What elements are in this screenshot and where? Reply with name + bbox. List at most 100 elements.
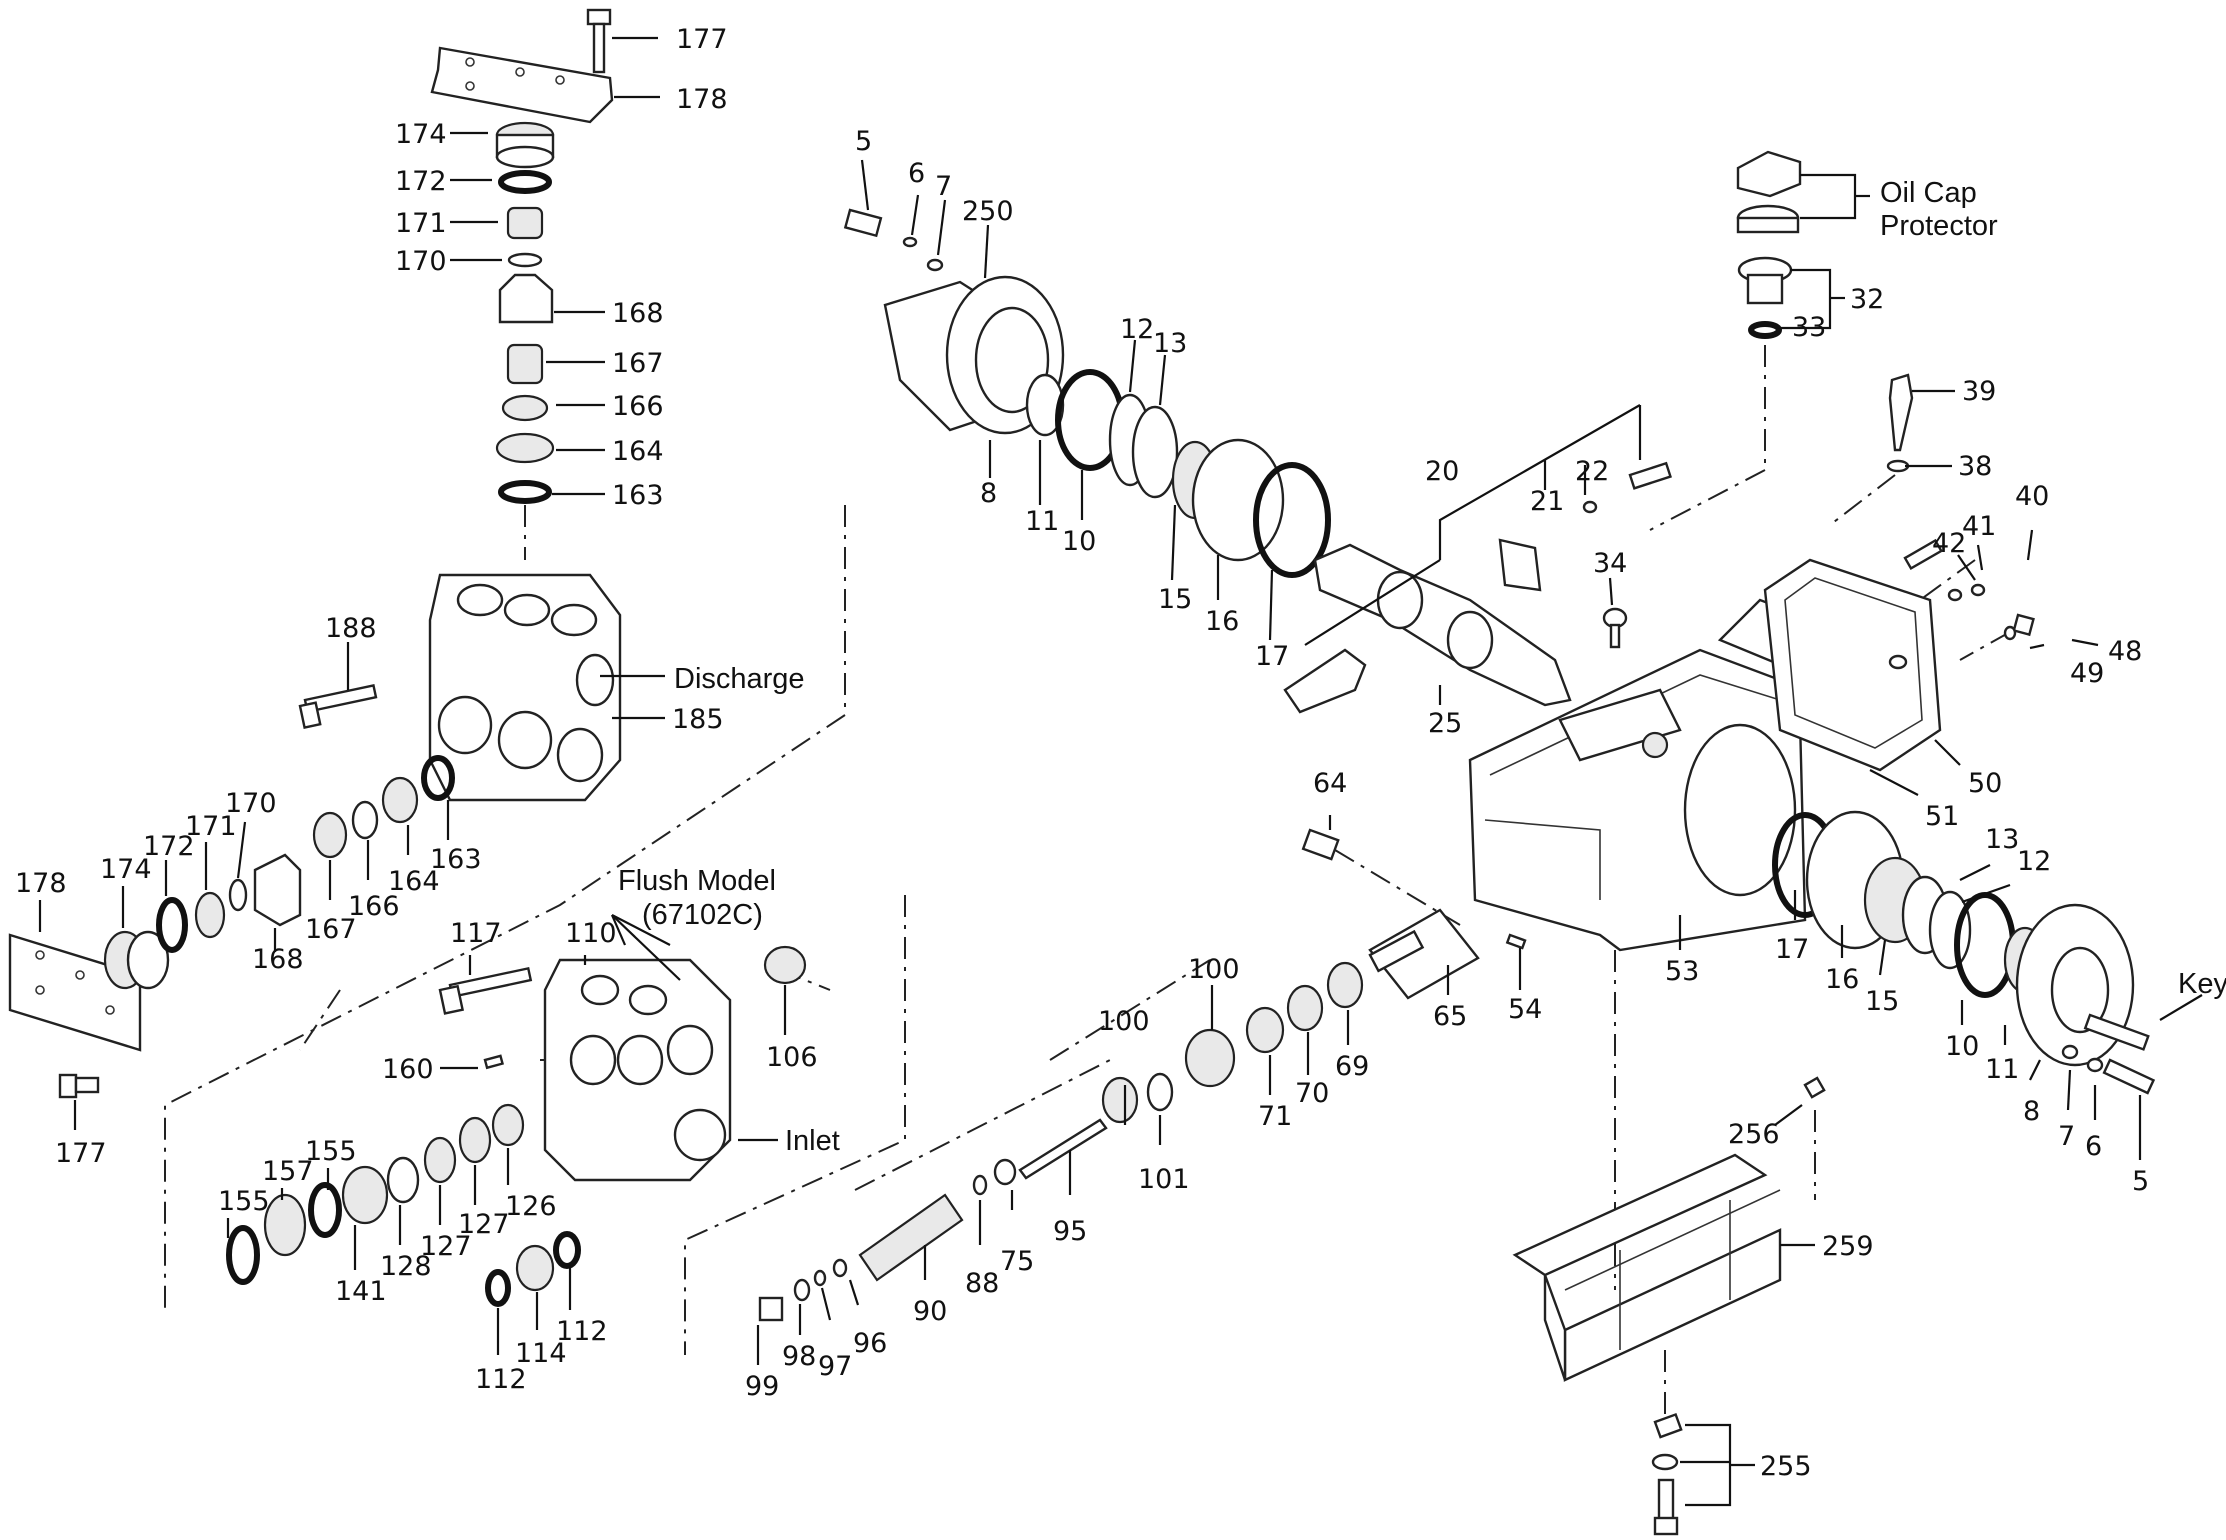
label-42: 42 xyxy=(1932,528,1966,559)
label-155-b: 155 xyxy=(305,1136,357,1167)
label-112-a: 112 xyxy=(475,1364,527,1395)
label-177: 177 xyxy=(676,24,728,55)
label-170: 170 xyxy=(395,246,447,277)
label-101: 101 xyxy=(1138,1164,1190,1195)
label-178: 178 xyxy=(676,84,728,115)
label-166-left: 166 xyxy=(348,891,400,922)
flush-model-note: Flush Model xyxy=(618,865,776,897)
label-170-left: 170 xyxy=(225,788,277,819)
label-64: 64 xyxy=(1313,768,1347,799)
label-100-b: 100 xyxy=(1188,954,1240,985)
label-54: 54 xyxy=(1508,994,1542,1025)
label-171-left: 171 xyxy=(185,811,237,842)
label-112-b: 112 xyxy=(556,1316,608,1347)
label-259: 259 xyxy=(1822,1231,1874,1262)
label-16: 16 xyxy=(1205,606,1239,637)
label-168: 168 xyxy=(612,298,664,329)
label-75: 75 xyxy=(1000,1246,1034,1277)
parts-geometry xyxy=(8,8,2156,1536)
label-106: 106 xyxy=(766,1042,818,1073)
label-160: 160 xyxy=(382,1054,434,1085)
label-110: 110 xyxy=(565,918,617,949)
label-65: 65 xyxy=(1433,1001,1467,1032)
label-188: 188 xyxy=(325,613,377,644)
label-168-left: 168 xyxy=(252,944,304,975)
label-128: 128 xyxy=(380,1251,432,1282)
label-10: 10 xyxy=(1062,526,1096,557)
label-32: 32 xyxy=(1850,284,1884,315)
label-117: 117 xyxy=(450,918,502,949)
label-163: 163 xyxy=(612,480,664,511)
label-100-a: 100 xyxy=(1098,1006,1150,1037)
label-185: 185 xyxy=(672,704,724,735)
label-164-left: 164 xyxy=(388,866,440,897)
label-174-left: 174 xyxy=(100,854,152,885)
label-172-left: 172 xyxy=(143,831,195,862)
label-7: 7 xyxy=(935,171,952,202)
label-6-right: 6 xyxy=(2085,1131,2102,1162)
label-17: 17 xyxy=(1255,641,1289,672)
label-20: 20 xyxy=(1425,456,1459,487)
label-171: 171 xyxy=(395,208,447,239)
label-98: 98 xyxy=(782,1341,816,1372)
leader-lines xyxy=(38,36,2203,1507)
key-note: Key xyxy=(2178,968,2226,1000)
label-5-right: 5 xyxy=(2132,1166,2149,1197)
label-5: 5 xyxy=(855,126,872,157)
label-127-a: 127 xyxy=(420,1231,472,1262)
label-50: 50 xyxy=(1968,768,2002,799)
label-48: 48 xyxy=(2108,636,2142,667)
label-8-right: 8 xyxy=(2023,1096,2040,1127)
label-166: 166 xyxy=(612,391,664,422)
label-177-left: 177 xyxy=(55,1138,107,1169)
label-155-a: 155 xyxy=(218,1186,270,1217)
label-16-right: 16 xyxy=(1825,964,1859,995)
label-53: 53 xyxy=(1665,956,1699,987)
label-39: 39 xyxy=(1962,376,1996,407)
discharge-note: Discharge xyxy=(674,663,805,695)
label-13-right: 13 xyxy=(1985,824,2019,855)
label-21: 21 xyxy=(1530,486,1564,517)
label-250: 250 xyxy=(962,196,1014,227)
label-88: 88 xyxy=(965,1268,999,1299)
part-labels: 177 178 174 172 171 170 168 167 166 164 … xyxy=(15,24,2226,1482)
oil-cap-note: Oil Cap xyxy=(1880,177,1977,209)
label-178-left: 178 xyxy=(15,868,67,899)
label-114: 114 xyxy=(515,1338,567,1369)
label-90: 90 xyxy=(913,1296,947,1327)
label-34: 34 xyxy=(1593,548,1627,579)
label-15: 15 xyxy=(1158,584,1192,615)
label-51: 51 xyxy=(1925,801,1959,832)
label-126: 126 xyxy=(505,1191,557,1222)
inlet-note: Inlet xyxy=(785,1125,840,1157)
label-11: 11 xyxy=(1025,506,1059,537)
label-164: 164 xyxy=(612,436,664,467)
label-12: 12 xyxy=(1120,314,1154,345)
label-6: 6 xyxy=(908,158,925,189)
label-12-right: 12 xyxy=(2017,846,2051,877)
label-95: 95 xyxy=(1053,1216,1087,1247)
label-96: 96 xyxy=(853,1328,887,1359)
label-41: 41 xyxy=(1962,511,1996,542)
label-174: 174 xyxy=(395,119,447,150)
label-33: 33 xyxy=(1792,312,1826,343)
label-256: 256 xyxy=(1728,1119,1780,1150)
label-10-right: 10 xyxy=(1945,1031,1979,1062)
flush-model-code: (67102C) xyxy=(642,899,763,931)
label-127-b: 127 xyxy=(458,1209,510,1240)
label-25: 25 xyxy=(1428,708,1462,739)
label-69: 69 xyxy=(1335,1051,1369,1082)
label-15-right: 15 xyxy=(1865,986,1899,1017)
label-71: 71 xyxy=(1258,1101,1292,1132)
label-255: 255 xyxy=(1760,1451,1812,1482)
label-141: 141 xyxy=(335,1276,387,1307)
label-8: 8 xyxy=(980,478,997,509)
label-167-left: 167 xyxy=(305,914,357,945)
label-13: 13 xyxy=(1153,328,1187,359)
label-99: 99 xyxy=(745,1371,779,1402)
label-163-left: 163 xyxy=(430,844,482,875)
label-70: 70 xyxy=(1295,1078,1329,1109)
label-167: 167 xyxy=(612,348,664,379)
label-97: 97 xyxy=(818,1351,852,1382)
